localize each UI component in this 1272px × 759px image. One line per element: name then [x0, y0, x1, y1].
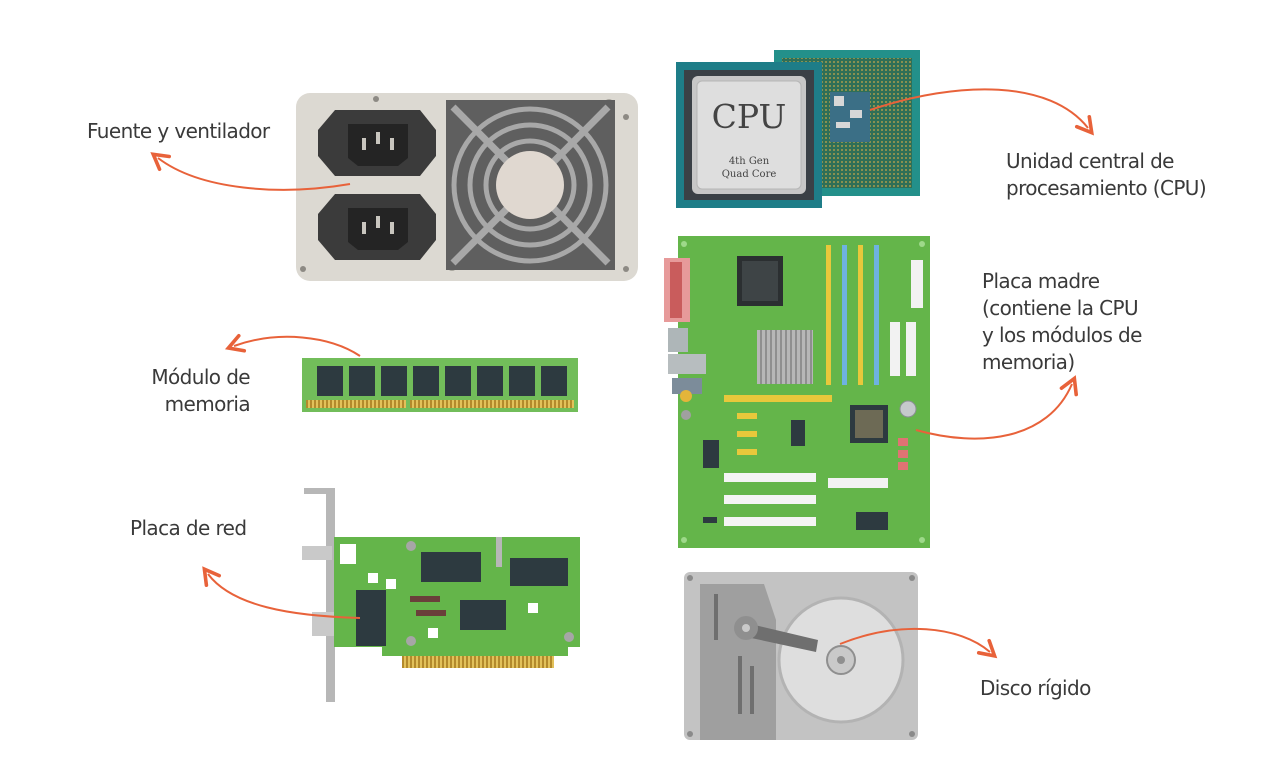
power-supply — [296, 93, 638, 281]
label-memory: Módulo de memoria — [151, 364, 250, 418]
label-hard-disk: Disco rígido — [980, 676, 1091, 700]
hard-disk — [684, 572, 918, 740]
memory-module — [302, 358, 578, 412]
label-network-card: Placa de red — [130, 516, 247, 540]
fan-icon — [446, 100, 615, 270]
label-motherboard-line3: y los módulos de — [982, 323, 1142, 347]
cpu-chip-gen: 4th Gen — [729, 156, 770, 167]
arrow-psu — [150, 152, 351, 191]
heatsink — [757, 330, 813, 384]
arrow-cpu — [869, 88, 1094, 136]
arrow-motherboard — [915, 375, 1078, 440]
arrow-nic — [202, 566, 361, 619]
cpu-chip-core: Quad Core — [722, 169, 777, 180]
label-motherboard-line4: memoria) — [982, 350, 1075, 374]
arrow-ram — [224, 333, 361, 357]
label-memory-line1: Módulo de — [151, 365, 250, 389]
label-psu: Fuente y ventilador — [87, 119, 270, 143]
arrows — [150, 88, 1094, 659]
label-motherboard-line1: Placa madre — [982, 269, 1100, 293]
network-card — [302, 488, 580, 702]
label-cpu: Unidad central de procesamiento (CPU) — [1006, 148, 1207, 202]
label-motherboard: Placa madre (contiene la CPU y los módul… — [982, 268, 1142, 376]
motherboard — [664, 236, 930, 548]
label-memory-line2: memoria — [164, 392, 251, 416]
cpu-chips: CPU 4th Gen Quad Core — [676, 50, 920, 208]
label-motherboard-line2: (contiene la CPU — [982, 296, 1139, 320]
label-cpu-line2: procesamiento (CPU) — [1006, 176, 1207, 200]
arrow-hdd — [839, 627, 998, 659]
label-cpu-line1: Unidad central de — [1006, 149, 1174, 173]
cpu-chip-title: CPU — [712, 97, 787, 136]
